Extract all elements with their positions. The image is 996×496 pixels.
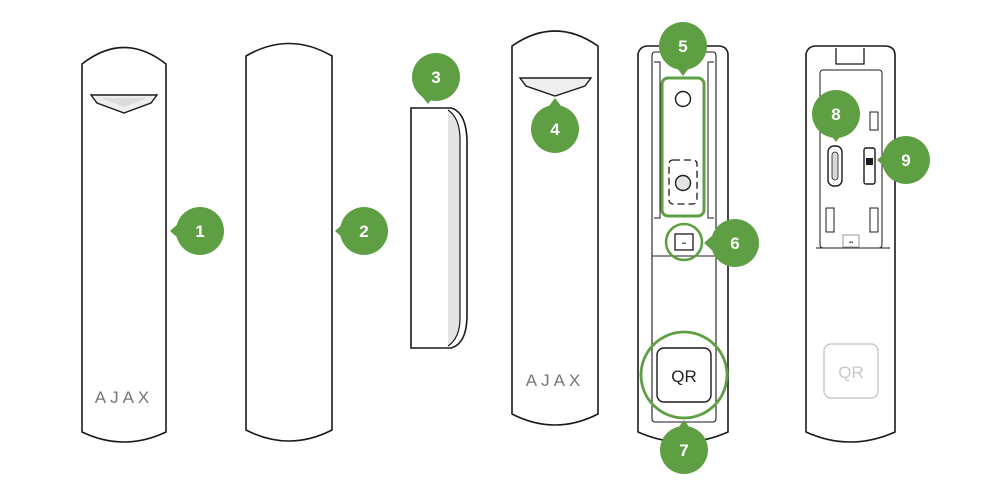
board-highlight bbox=[660, 76, 706, 218]
slot-mark: ▪▪ bbox=[682, 241, 686, 247]
callout-1-circle bbox=[176, 207, 224, 255]
magnet-front-body bbox=[245, 42, 333, 442]
callout-5: 5 bbox=[659, 22, 707, 76]
slot-icon bbox=[674, 233, 694, 251]
qr-code-box-faded bbox=[823, 343, 879, 399]
callout-1-label: 1 bbox=[195, 222, 204, 241]
sensor-icon bbox=[674, 174, 692, 192]
callout-4: 4 bbox=[531, 98, 579, 153]
detector-front-body bbox=[81, 46, 167, 443]
callout-7: 7 bbox=[660, 420, 708, 474]
callout-9: 9 bbox=[877, 136, 930, 184]
switch-icon bbox=[863, 147, 876, 185]
callout-2-circle bbox=[340, 207, 388, 255]
mounting-tab bbox=[869, 207, 879, 233]
panel-bracket bbox=[707, 61, 714, 219]
callout-3-label: 3 bbox=[431, 68, 440, 87]
callout-5-circle bbox=[659, 22, 707, 70]
mounting-tab bbox=[869, 111, 879, 131]
mounting-tab bbox=[825, 207, 835, 233]
callout-6-circle bbox=[711, 219, 759, 267]
qr-highlight bbox=[639, 330, 729, 420]
callout-8-label: 8 bbox=[831, 105, 840, 124]
callout-7-circle bbox=[660, 426, 708, 474]
qr-label: QR bbox=[671, 367, 697, 386]
qr-label-faded: QR bbox=[838, 363, 864, 382]
callout-4-circle bbox=[531, 105, 579, 153]
callout-2: 2 bbox=[335, 207, 388, 255]
brand-logo: AJAX bbox=[526, 371, 585, 390]
slot-mark: ▪▪ bbox=[849, 240, 853, 246]
detector-front: AJAX bbox=[81, 46, 167, 443]
magnet-side-edge bbox=[447, 109, 461, 347]
callout-6-label: 6 bbox=[730, 234, 739, 253]
magnet-side bbox=[410, 107, 468, 349]
callout-8-circle bbox=[812, 90, 860, 138]
callout-3-circle bbox=[412, 53, 460, 101]
callout-9-label: 9 bbox=[901, 151, 910, 170]
external-contact-slot bbox=[831, 151, 839, 181]
led-indicator-inner bbox=[101, 98, 147, 107]
callout-4-label: 4 bbox=[550, 120, 560, 139]
switch-knob bbox=[866, 158, 873, 165]
mounting-panel-back: ▪▪ QR bbox=[805, 45, 896, 443]
led-indicator-icon bbox=[518, 77, 593, 97]
slot-highlight bbox=[664, 222, 704, 262]
brand-logo: AJAX bbox=[95, 388, 154, 407]
sensor-frame bbox=[668, 159, 698, 205]
slot-icon bbox=[842, 234, 860, 248]
magnet-front bbox=[245, 42, 333, 442]
callout-5-label: 5 bbox=[678, 37, 687, 56]
panel-bracket bbox=[654, 61, 661, 219]
mounting-clip bbox=[835, 48, 865, 65]
detector-front-alt: AJAX bbox=[511, 30, 599, 426]
callout-8: 8 bbox=[812, 90, 860, 142]
tamper-button-icon bbox=[674, 90, 692, 108]
detector-back-open: ▪▪ QR bbox=[637, 45, 729, 443]
callout-9-circle bbox=[882, 136, 930, 184]
callout-1: 1 bbox=[170, 207, 224, 255]
callout-2-label: 2 bbox=[359, 222, 368, 241]
callout-7-label: 7 bbox=[679, 441, 688, 460]
callout-3: 3 bbox=[412, 53, 460, 104]
callout-6: 6 bbox=[704, 219, 759, 267]
qr-code-box bbox=[656, 347, 712, 403]
